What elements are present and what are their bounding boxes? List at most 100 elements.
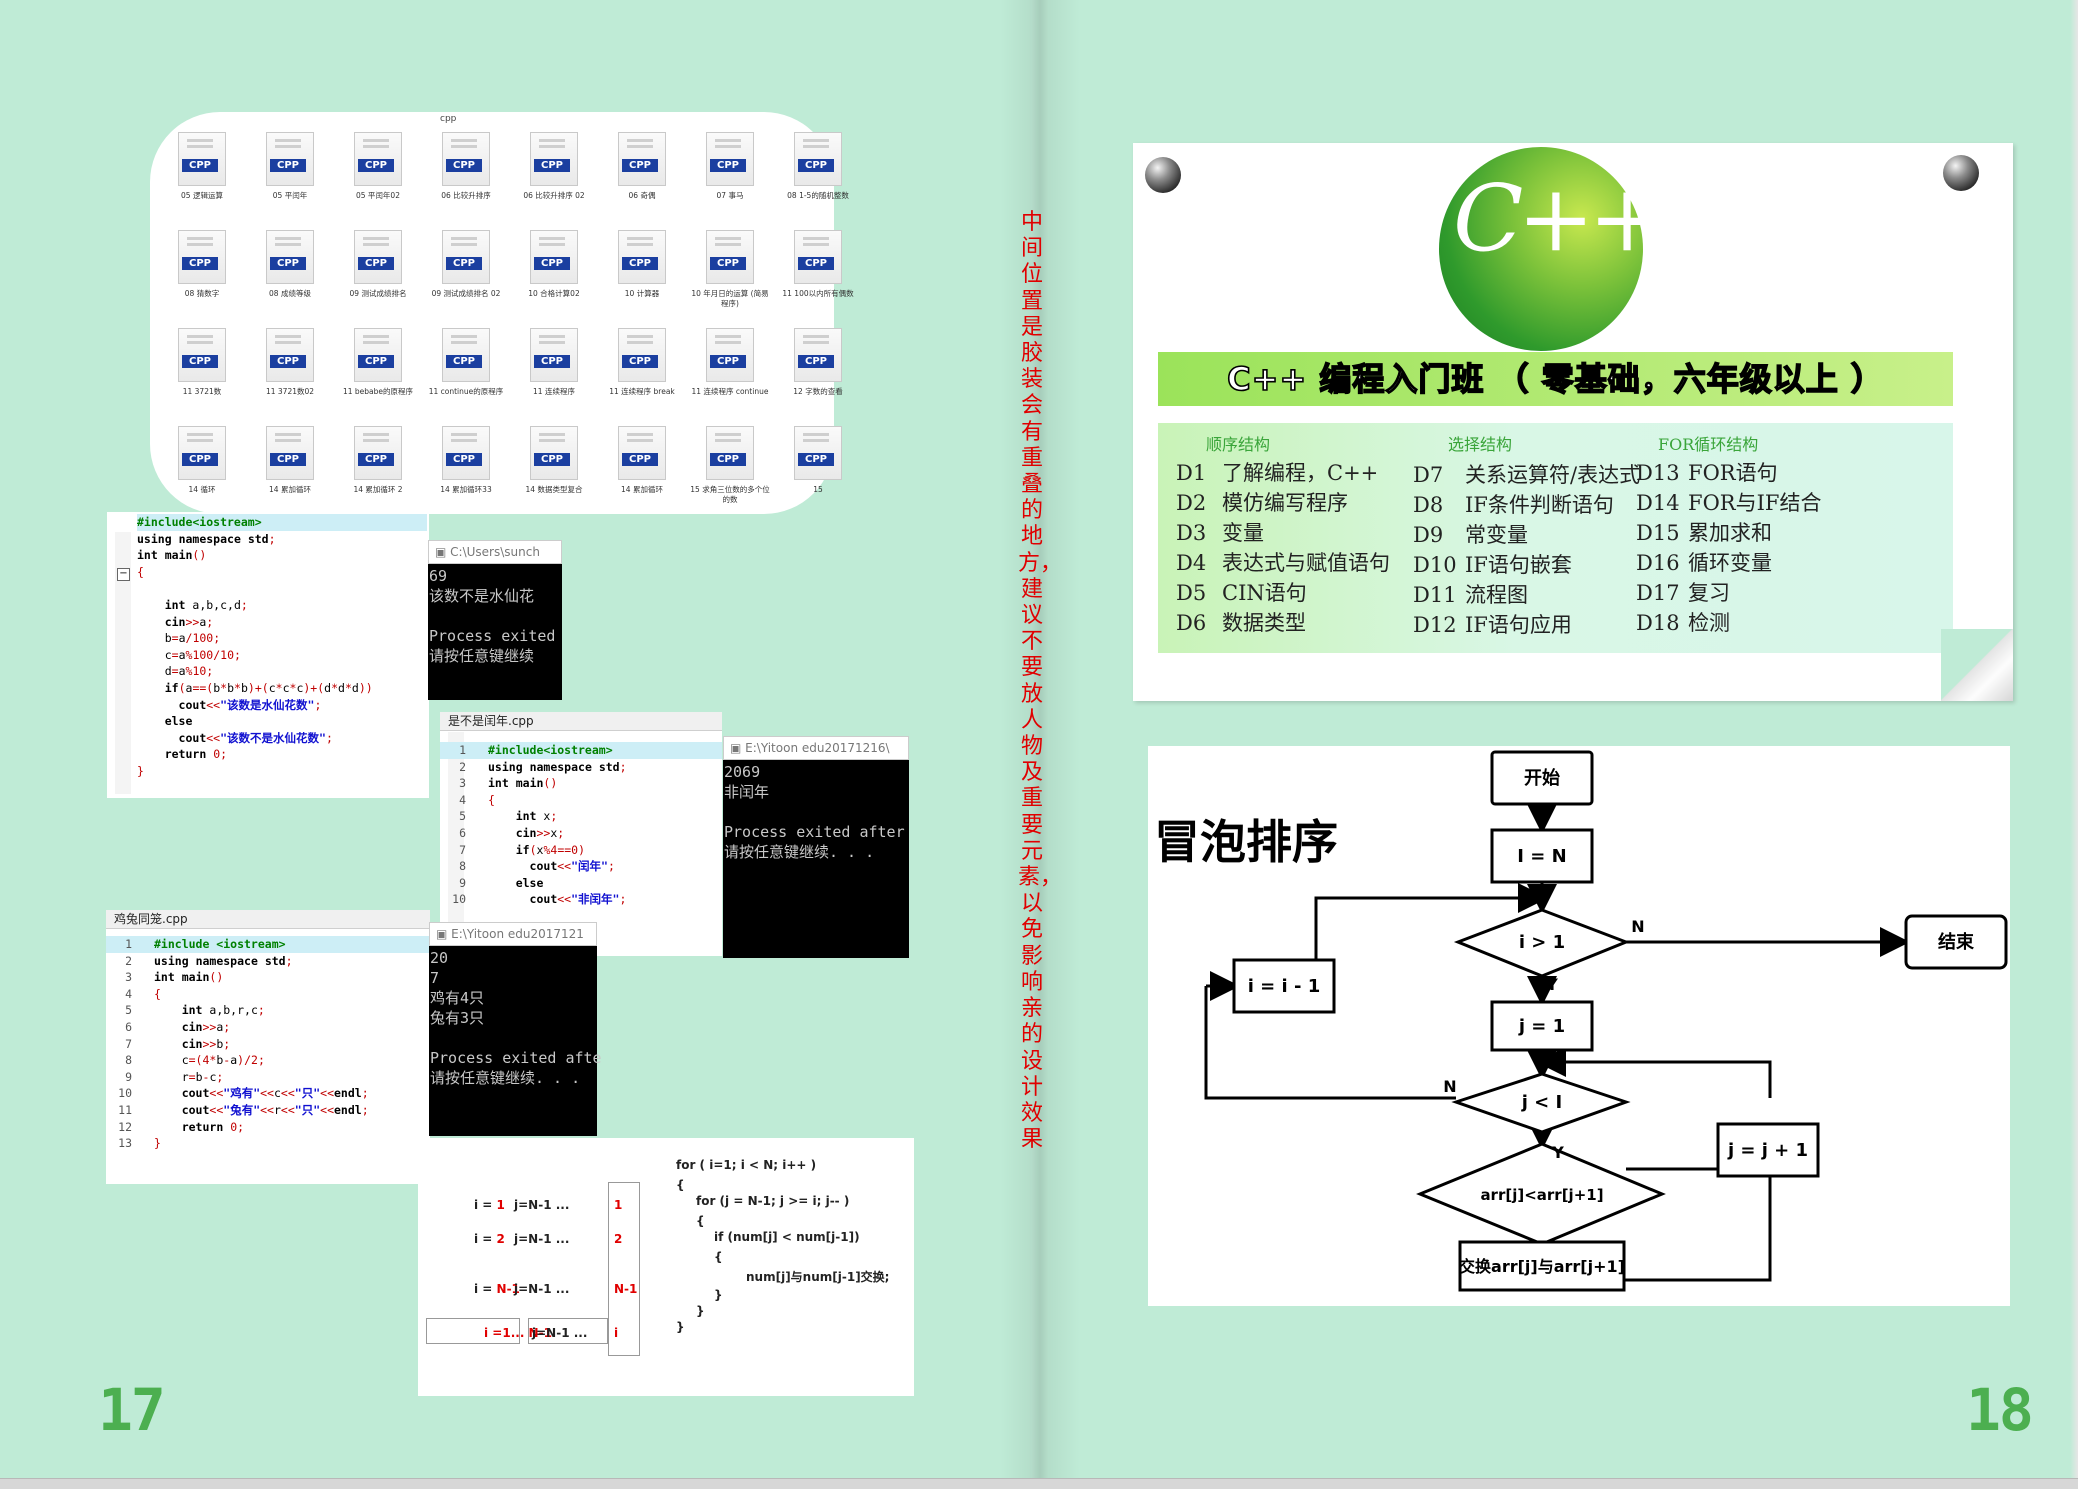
bottom-scrollbar[interactable] (0, 1478, 2078, 1489)
cpp-file-icon: CPP (266, 132, 314, 186)
page-edge (2070, 0, 2078, 1478)
cond-j-label: j < I (1521, 1092, 1562, 1113)
code-line: #include<iostream> (137, 514, 427, 531)
init-j-label: j = 1 (1518, 1016, 1565, 1037)
code-line: 1#include <iostream> (106, 936, 430, 953)
file-name: 15 (813, 485, 823, 494)
console-window-leapyear: ▣ E:\Yitoon edu20171216\ 2069 非闰年 Proces… (723, 736, 909, 958)
cpp-file-icon: CPP (706, 132, 754, 186)
cpp-file-icon: CPP (618, 328, 666, 382)
bubble-code-line: { (676, 1178, 685, 1192)
page-number-right: 18 (1966, 1376, 2034, 1444)
swap-label: 交换arr[j]与arr[j+1] (1459, 1257, 1625, 1276)
fold-toggle-icon[interactable]: − (117, 568, 130, 581)
cpp-logo: C++ (1439, 147, 1666, 351)
syllabus-day: D8 (1413, 493, 1444, 517)
code-line: 9 r=b-c; (125, 1069, 224, 1084)
syllabus-column-head: 选择结构 (1448, 435, 1513, 454)
bubble-code-line: { (696, 1214, 705, 1228)
cpp-file-icon: CPP (442, 328, 490, 382)
file-name: 08 成绩等级 (269, 289, 311, 298)
file-tab[interactable]: 鸡兔同笼.cpp (106, 910, 430, 929)
row-i: i = N-1 (474, 1282, 520, 1296)
end-node (1904, 914, 2008, 970)
foot-box-j (528, 1318, 608, 1344)
syllabus-day: D1 (1176, 461, 1207, 485)
bubble-code-line: if (num[j] < num[j-1]) (714, 1230, 860, 1244)
flowchart-diagram: 开始 I = N i > 1 结束 i = i - 1 j = 1 j < I … (1204, 750, 2008, 1292)
cpp-file-icon: CPP (530, 328, 578, 382)
row-k: N-1 (614, 1282, 638, 1296)
binding-warning-note: 中间位置是胶装会有重叠的地方，建议不要放人物及重要元素，以免影响亲的设计效果 (1018, 210, 1063, 1153)
cpp-file-icon: CPP (354, 426, 402, 480)
row-k-foot: i (614, 1326, 619, 1340)
syllabus-topic: 检测 (1688, 611, 1730, 635)
start-label: 开始 (1524, 767, 1560, 789)
file-name: 09 测试成绩排名 (349, 289, 407, 298)
inc-j-label: j = j + 1 (1727, 1140, 1808, 1161)
dec-i-label: i = i - 1 (1248, 976, 1320, 997)
syllabus-topic: 流程图 (1465, 583, 1528, 607)
file-tab[interactable]: 是不是闰年.cpp (440, 712, 722, 731)
init-i-label: I = N (1517, 846, 1566, 867)
file-item[interactable]: CPP 14 累加循环 2 (334, 422, 422, 520)
file-name: 14 累加循环 2 (353, 485, 403, 494)
bubble-sort-flowchart: 冒泡排序 (1148, 746, 2010, 1306)
cpp-file-icon: CPP (794, 328, 842, 382)
code-line: 1#include<iostream> (440, 742, 722, 759)
page-number-left: 17 (98, 1376, 166, 1444)
syllabus-item: D8 IF条件判断语句 (1413, 489, 1614, 519)
syllabus-column-head: FOR循环结构 (1658, 435, 1759, 454)
code-line (137, 580, 427, 597)
cpp-file-icon: CPP (178, 230, 226, 284)
cpp-file-icon: CPP (706, 426, 754, 480)
code-line: 6 cin>>a; (125, 1019, 231, 1034)
file-name: 14 数据类型复合 (525, 485, 583, 494)
syllabus-topic: IF条件判断语句 (1465, 493, 1614, 517)
syllabus-topic: FOR语句 (1688, 461, 1778, 485)
file-item[interactable]: CPP 09 测试成绩排名 (334, 226, 422, 324)
console-title: E:\Yitoon edu2017121 (451, 927, 584, 941)
syllabus-topic: 模仿编写程序 (1222, 491, 1348, 515)
code-editor[interactable]: #include<iostream>using namespace std;in… (137, 514, 427, 780)
course-title-band: C++ 编程入门班 （ 零基础，六年级以上 ） (1158, 352, 1953, 406)
cpp-file-icon: CPP (354, 230, 402, 284)
